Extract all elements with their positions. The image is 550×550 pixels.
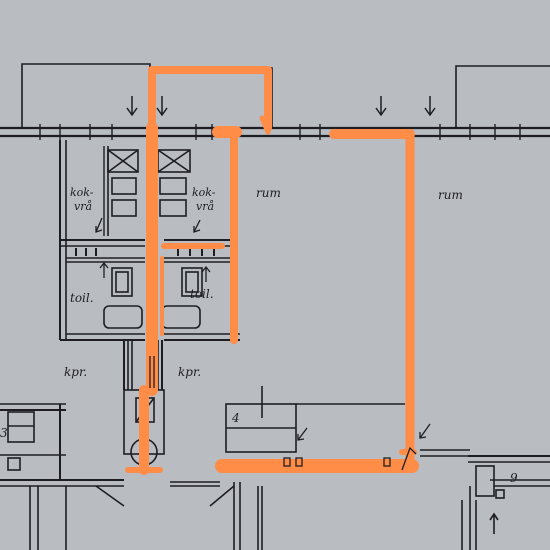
label-kokvra-left-1: kok-: [70, 186, 94, 199]
label-nine: 9: [510, 471, 518, 485]
ink-overlay-marks: [149, 356, 417, 471]
highlight-balcony: [148, 66, 272, 132]
label-four: 4: [231, 411, 240, 425]
label-kokvra-left-2: vrå: [74, 200, 92, 213]
label-three: 3: [0, 426, 8, 440]
label-rum-right: rum: [438, 188, 463, 202]
orange-highlight: [125, 66, 419, 475]
interior-arrows: [95, 217, 431, 441]
label-kpr-left: kpr.: [64, 365, 87, 379]
label-kokvra-right-2: vrå: [196, 200, 214, 213]
counter-ticks: [75, 248, 215, 256]
label-toil-left: toil.: [70, 291, 94, 305]
ink-linework: [0, 63, 550, 550]
vent-arrows: [126, 96, 436, 117]
label-rum-center: rum: [256, 186, 281, 200]
balcony-right: [455, 65, 550, 128]
label-toil-right: toil.: [190, 287, 214, 301]
label-kokvra-right-1: kok-: [192, 186, 216, 199]
label-kpr-right: kpr.: [178, 365, 201, 379]
plan-labels: kok- vrå kok- vrå rum rum toil. toil. kp…: [0, 186, 518, 485]
